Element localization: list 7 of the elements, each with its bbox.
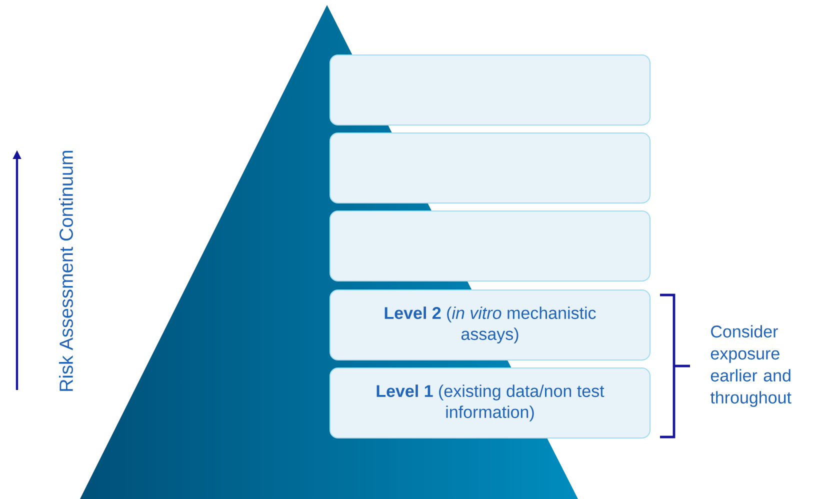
empty-level-box: [330, 132, 650, 204]
empty-level-box: [330, 210, 650, 282]
level-box: Level 1 (existing data/non test information): [330, 368, 650, 438]
level-box: Level 2 (in vitro mechanistic assays): [330, 290, 650, 360]
empty-level-box: [330, 54, 650, 126]
axis-label: Risk Assessment Continuum: [59, 150, 73, 391]
note-text: Consider exposure earlier and throughout: [710, 325, 792, 407]
